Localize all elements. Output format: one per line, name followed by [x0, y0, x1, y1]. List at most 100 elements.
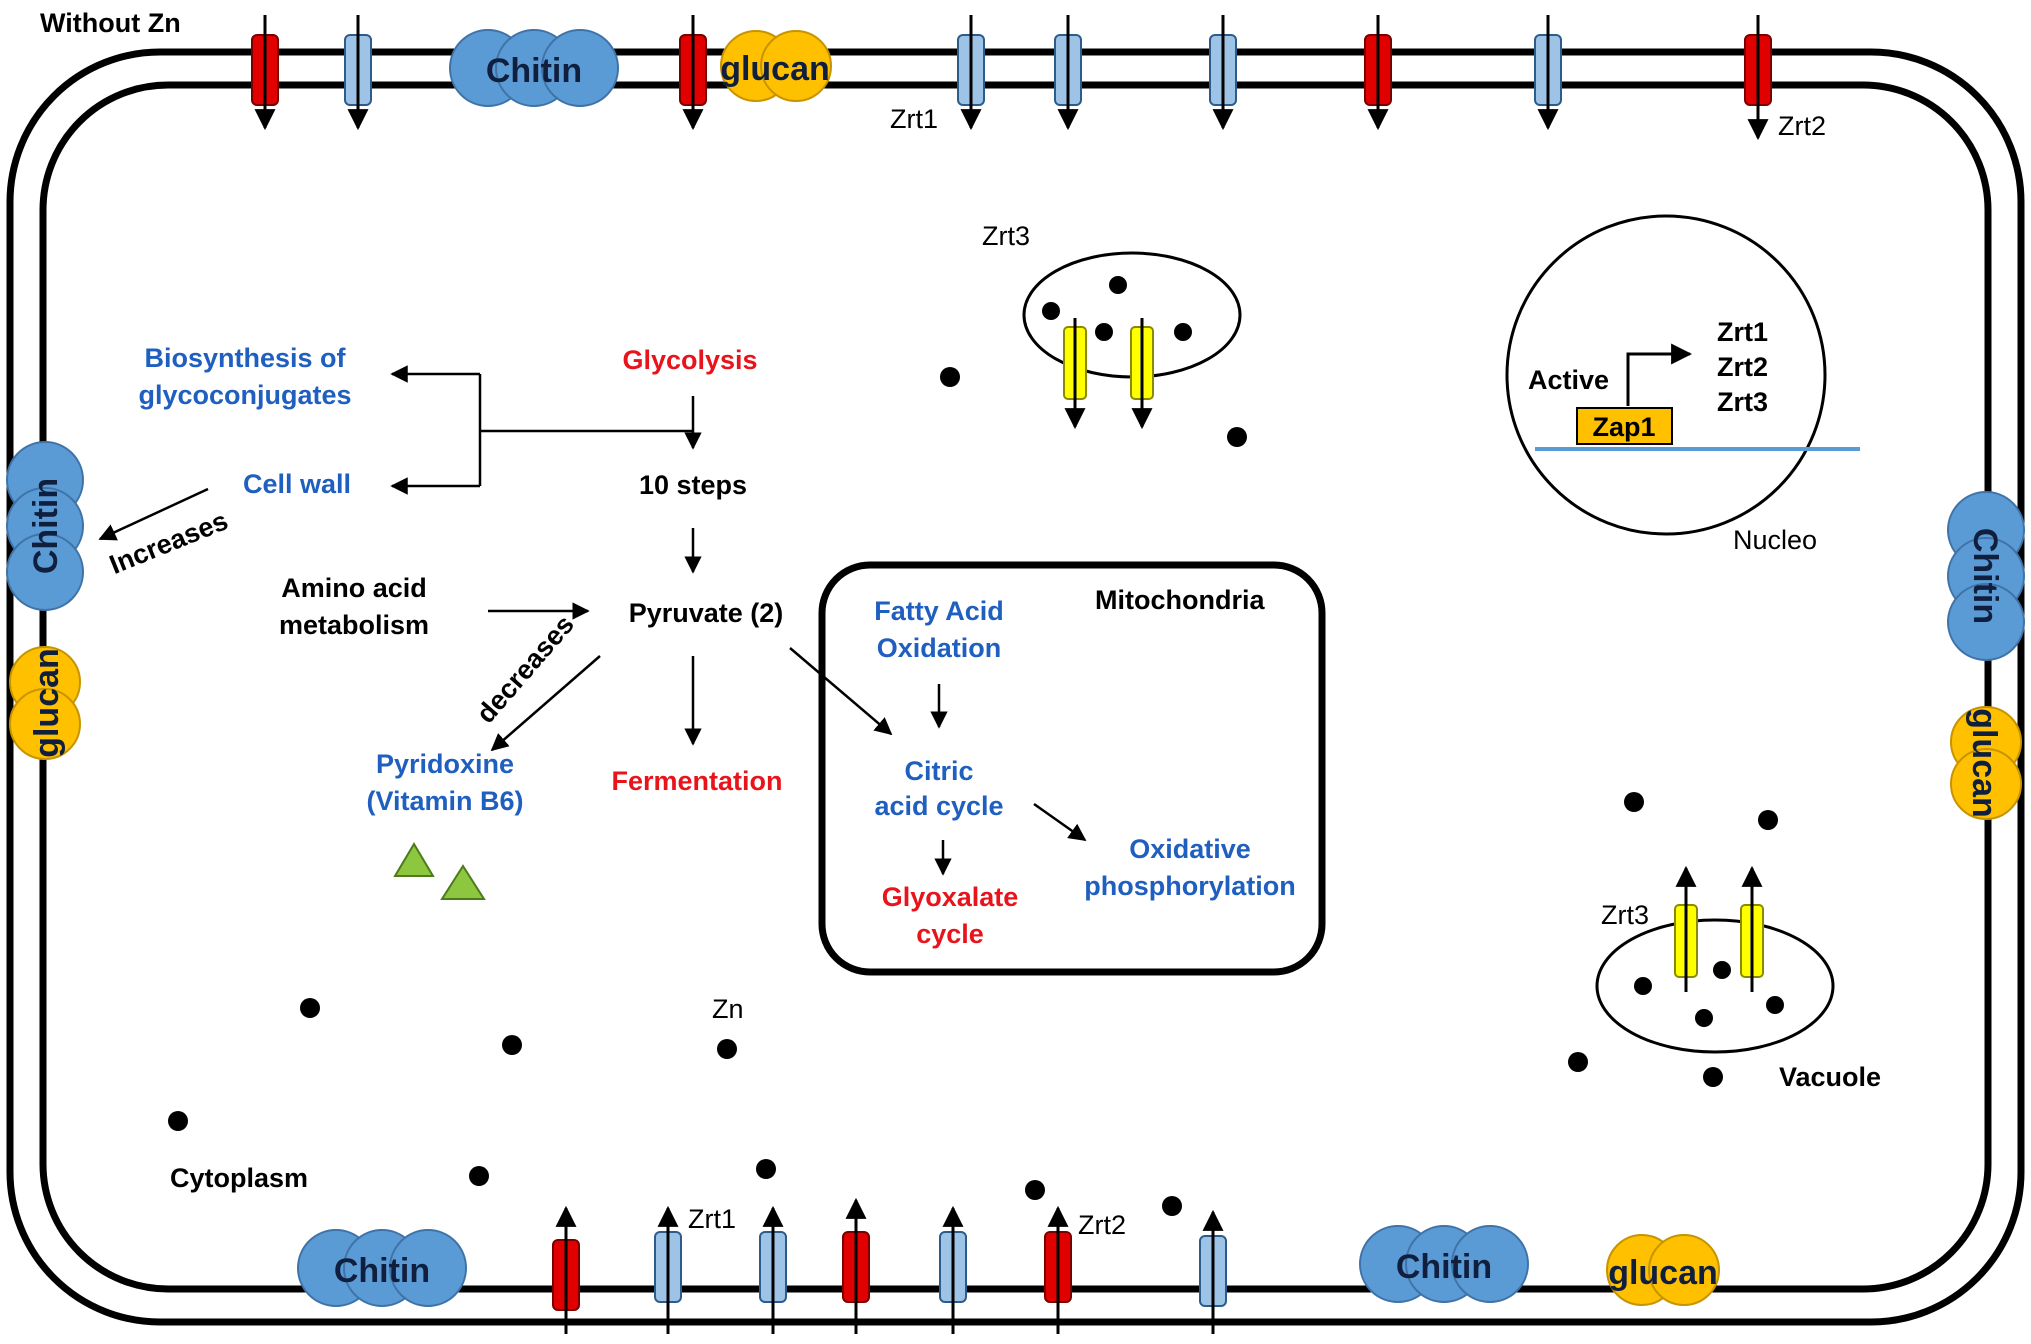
pyridoxine-triangle	[440, 864, 486, 900]
zinc-dot	[1025, 1180, 1045, 1200]
zrt3-channel	[1674, 865, 1698, 992]
zinc-dot	[1624, 792, 1644, 812]
title: Without Zn	[40, 8, 181, 38]
zinc-dot	[1758, 810, 1778, 830]
oxphos-label-line1: Oxidative	[1129, 834, 1251, 864]
zrt2-channel	[552, 1205, 580, 1334]
zinc-dot	[1174, 323, 1192, 341]
zrt2-top-label: Zrt2	[1778, 111, 1826, 141]
citric-acid-label-line2: acid cycle	[874, 791, 1003, 821]
glucan-right: glucan	[1950, 706, 2022, 820]
pyridoxine-label-line2: (Vitamin B6)	[366, 786, 523, 816]
chitin-bottom-left: Chitin	[297, 1229, 467, 1307]
mitochondria	[818, 561, 1326, 976]
zrt2-channel	[1744, 15, 1772, 141]
zap1-box	[1576, 407, 1673, 445]
zincosome-vesicle	[1022, 251, 1242, 430]
zrt1-channel	[939, 1205, 967, 1334]
glucan-top: glucan	[720, 30, 832, 102]
cytoplasm-label: Cytoplasm	[170, 1163, 308, 1193]
zinc-dot	[1766, 996, 1784, 1014]
citric-acid-label-line1: Citric	[904, 756, 973, 786]
zinc-dot	[168, 1111, 188, 1131]
arrow-cell-wall-increase	[98, 487, 209, 541]
zrt1-channel	[1199, 1209, 1227, 1334]
active-label: Active	[1528, 365, 1609, 395]
glucan-bottom-label: glucan	[1608, 1254, 1718, 1292]
pathway-arrows	[98, 365, 1087, 876]
nucleus-target-zrt1: Zrt1	[1717, 317, 1768, 347]
glycolysis-label: Glycolysis	[622, 345, 757, 375]
zinc-dot	[469, 1166, 489, 1186]
zinc-dot	[1568, 1052, 1588, 1072]
pyruvate-label: Pyruvate (2)	[629, 598, 784, 628]
zinc-dot	[1713, 961, 1731, 979]
pyridoxine-triangle	[393, 842, 435, 877]
zrt2-channel	[251, 15, 279, 131]
glucan-left: glucan	[9, 646, 81, 760]
free-zinc	[168, 367, 1778, 1216]
zrt1-channel	[654, 1205, 682, 1334]
amino-acid-label-line1: Amino acid	[281, 573, 427, 603]
ten-steps-label: 10 steps	[639, 470, 747, 500]
zrt2-channel	[1044, 1205, 1072, 1334]
cell-wall-label: Cell wall	[243, 469, 351, 499]
zrt1-channel	[759, 1205, 787, 1334]
zinc-dot	[1162, 1196, 1182, 1216]
zinc-dot	[300, 998, 320, 1018]
zinc-dot	[1634, 977, 1652, 995]
glyoxalate-label-line2: cycle	[916, 919, 984, 949]
zrt2-bottom-label: Zrt2	[1078, 1210, 1126, 1240]
zrt1-channel	[1534, 15, 1562, 131]
fermentation-label: Fermentation	[611, 766, 782, 796]
chitin-left: Chitin	[6, 441, 84, 611]
glucan-bottom: glucan	[1606, 1234, 1720, 1306]
nucleus-target-zrt2: Zrt2	[1717, 352, 1768, 382]
zinc-dot	[1109, 276, 1127, 294]
zrt1-bottom-label: Zrt1	[688, 1204, 736, 1234]
arrow-citric-oxphos	[1033, 802, 1087, 842]
zrt3-channel	[1740, 865, 1764, 992]
arrow-pyruvate-citric	[789, 647, 893, 736]
zinc-dot	[1227, 427, 1247, 447]
zrt1-top-label: Zrt1	[890, 104, 938, 134]
increases-label: Increases	[105, 505, 232, 579]
zinc-dot	[1695, 1009, 1713, 1027]
chitin-left-label: Chitin	[27, 478, 65, 574]
top-transporters	[251, 15, 1772, 141]
chitin-right: Chitin	[1947, 491, 2025, 661]
plasma-membrane	[39, 81, 1992, 1293]
zrt1-channel	[957, 15, 985, 131]
zinc-label: Zn	[712, 994, 744, 1024]
zinc-dot	[756, 1159, 776, 1179]
chitin-top: Chitin	[449, 29, 619, 107]
vacuole	[1595, 865, 1835, 1054]
zrt2-channel	[679, 15, 707, 131]
nucleus-label: Nucleo	[1733, 525, 1817, 555]
fatty-acid-label-line2: Oxidation	[877, 633, 1002, 663]
decreases-label: decreases	[471, 609, 580, 728]
zrt2-channel	[1364, 15, 1392, 131]
vacuole-label: Vacuole	[1779, 1062, 1881, 1092]
glucan-right-label: glucan	[1965, 708, 2003, 818]
biosynthesis-label-line2: glycoconjugates	[138, 380, 351, 410]
zrt2-channel	[842, 1197, 870, 1334]
glucan-left-label: glucan	[28, 648, 66, 758]
chitin-bottom-right-label: Chitin	[1396, 1248, 1492, 1286]
zrt1-channel	[344, 15, 372, 131]
amino-acid-label-line2: metabolism	[279, 610, 429, 640]
glyoxalate-label-line1: Glyoxalate	[882, 882, 1019, 912]
zinc-dot	[502, 1035, 522, 1055]
zrt3-channel	[1130, 318, 1154, 430]
zrt3-upper-label: Zrt3	[982, 221, 1030, 251]
biosynthesis-label-line1: Biosynthesis of	[144, 343, 346, 373]
zinc-dot	[1042, 302, 1060, 320]
zrt3-lower-label: Zrt3	[1601, 900, 1649, 930]
chitin-bottom-left-label: Chitin	[334, 1252, 430, 1290]
zinc-dot	[1095, 323, 1113, 341]
fatty-acid-label-line1: Fatty Acid	[874, 596, 1004, 626]
mitochondria-label: Mitochondria	[1095, 585, 1265, 615]
bottom-transporters	[552, 1197, 1227, 1334]
glucan-top-label: glucan	[720, 50, 830, 88]
pyridoxine-label-line1: Pyridoxine	[376, 749, 514, 779]
